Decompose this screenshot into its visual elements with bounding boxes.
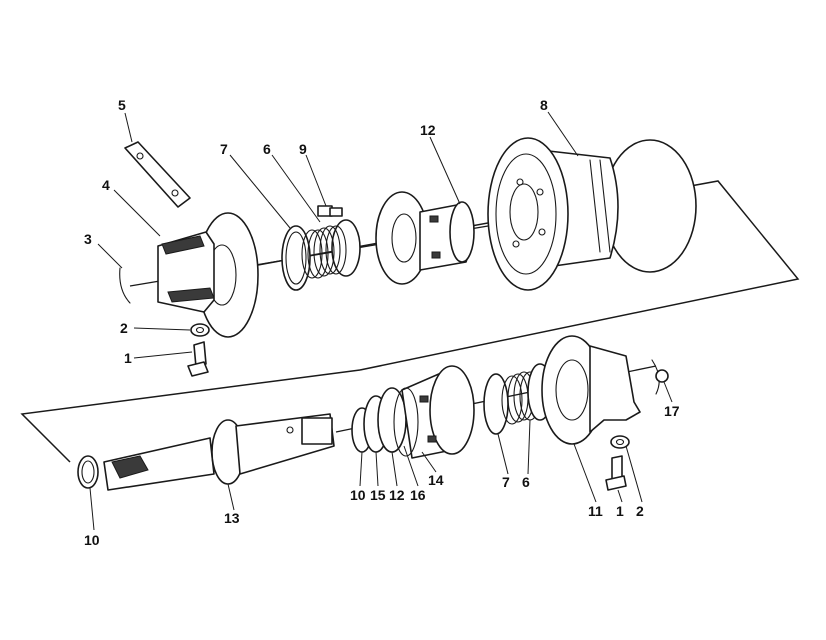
callouts-bottom: 10 13 10 15 12 16 14 7 6 11 1 2 17 — [84, 403, 680, 548]
callout-part-6: 6 — [263, 141, 271, 157]
callout-part-11: 11 — [588, 503, 603, 519]
callout-part-14: 14 — [428, 472, 444, 488]
callout-part-15: 15 — [370, 487, 386, 503]
callout-part-16: 16 — [410, 487, 426, 503]
shaft-part-13 — [103, 413, 335, 491]
callout-part-13: 13 — [224, 510, 240, 526]
seal-part-6-top — [301, 219, 361, 279]
callout-part-6: 6 — [522, 474, 530, 490]
bolt-part-1-bottom — [605, 455, 627, 491]
ring-part-12-bottom — [377, 387, 407, 453]
plug-part-9 — [317, 205, 343, 217]
assembly-frame-lower — [20, 369, 361, 463]
callout-part-17: 17 — [664, 403, 680, 419]
bolt-part-1-top — [187, 341, 209, 377]
callout-part-5: 5 — [118, 97, 126, 113]
leader-lines — [89, 111, 673, 531]
callout-part-2: 2 — [120, 320, 128, 336]
callout-part-3: 3 — [84, 231, 92, 247]
roller-part-8 — [487, 137, 697, 291]
bushing-part-12-top — [375, 191, 475, 285]
collar-part-11 — [541, 335, 641, 445]
plate-part-5 — [124, 141, 191, 208]
callout-part-9: 9 — [299, 141, 307, 157]
clip-part-3 — [119, 267, 131, 304]
callout-part-10: 10 — [84, 532, 100, 548]
callout-part-7: 7 — [502, 474, 510, 490]
callout-part-10: 10 — [350, 487, 366, 503]
snapring-part-10-left — [77, 455, 99, 489]
washer-part-2-bottom — [610, 435, 630, 449]
housing-part-14 — [393, 365, 475, 459]
clip-part-17 — [651, 359, 669, 395]
callout-part-1: 1 — [124, 350, 132, 366]
callout-part-1: 1 — [616, 503, 624, 519]
callout-part-8: 8 — [540, 97, 548, 113]
callout-part-4: 4 — [102, 177, 110, 193]
callout-part-7: 7 — [220, 141, 228, 157]
callout-part-12: 12 — [389, 487, 405, 503]
callout-part-12: 12 — [420, 122, 436, 138]
callout-part-2: 2 — [636, 503, 644, 519]
washer-part-2-top — [190, 323, 210, 337]
bracket-part-4 — [157, 212, 259, 338]
callouts-top: 5 4 3 2 1 7 6 9 12 8 — [84, 97, 548, 366]
